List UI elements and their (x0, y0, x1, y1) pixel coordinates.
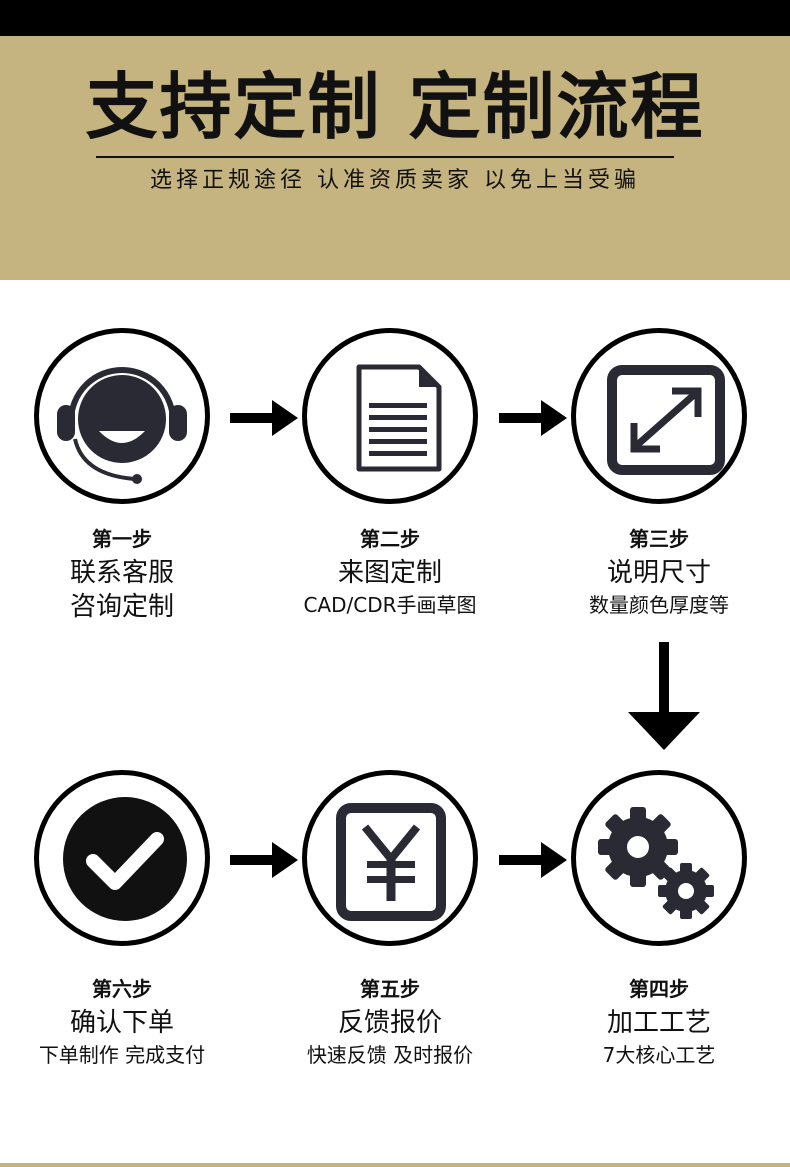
step-subtitle: 咨询定制 (69, 592, 174, 622)
step-3-circle (571, 328, 747, 504)
step-3-text: 第三步 说明尺寸 数量颜色厚度等 (539, 524, 779, 620)
customer-service-headset-icon (57, 367, 187, 484)
document-icon (356, 364, 442, 472)
page-title: 支持定制 定制流程 (85, 65, 705, 149)
arrow-right-icon (499, 400, 567, 436)
step-1-text: 第一步 联系客服 咨询定制 (2, 524, 242, 624)
step-4-circle (571, 770, 747, 946)
step-1-circle (34, 328, 210, 504)
yuan-price-icon (336, 803, 446, 921)
check-mark-icon (63, 797, 187, 921)
step-subtitle: 7大核心工艺 (602, 1043, 716, 1067)
step-title: 来图定制 (337, 558, 442, 588)
title-divider (96, 156, 674, 158)
step-number: 第六步 (92, 977, 152, 1001)
step-number: 第三步 (629, 527, 689, 551)
arrow-right-icon (499, 842, 567, 878)
step-subtitle: 下单制作 完成支付 (38, 1043, 206, 1067)
step-title: 加工工艺 (606, 1008, 711, 1038)
top-black-bar (0, 0, 790, 36)
arrow-down-icon (628, 642, 700, 750)
page-subtitle: 选择正规途径 认准资质卖家 以免上当受骗 (150, 168, 640, 193)
arrow-right-icon (230, 842, 298, 878)
step-subtitle: CAD/CDR手画草图 (303, 593, 477, 617)
header-banner (0, 36, 790, 280)
step-5-circle (302, 770, 478, 946)
step-title: 反馈报价 (337, 1008, 442, 1038)
step-6-text: 第六步 确认下单 下单制作 完成支付 (2, 974, 242, 1070)
step-number: 第一步 (92, 527, 152, 551)
step-5-text: 第五步 反馈报价 快速反馈 及时报价 (270, 974, 510, 1070)
step-number: 第五步 (360, 977, 420, 1001)
step-4-text: 第四步 加工工艺 7大核心工艺 (539, 974, 779, 1070)
step-6-circle (34, 770, 210, 946)
step-2-text: 第二步 来图定制 CAD/CDR手画草图 (270, 524, 510, 620)
step-title: 联系客服 (69, 558, 174, 588)
step-title: 说明尺寸 (606, 558, 711, 588)
step-2-circle (302, 328, 478, 504)
step-number: 第二步 (360, 527, 420, 551)
arrow-right-icon (230, 400, 298, 436)
gears-icon (598, 807, 714, 919)
step-title: 确认下单 (69, 1008, 174, 1038)
step-subtitle: 数量颜色厚度等 (589, 593, 729, 617)
resize-expand-icon (607, 365, 725, 475)
step-subtitle: 快速反馈 及时报价 (306, 1043, 474, 1067)
bottom-accent-bar (0, 1163, 790, 1167)
step-number: 第四步 (629, 977, 689, 1001)
